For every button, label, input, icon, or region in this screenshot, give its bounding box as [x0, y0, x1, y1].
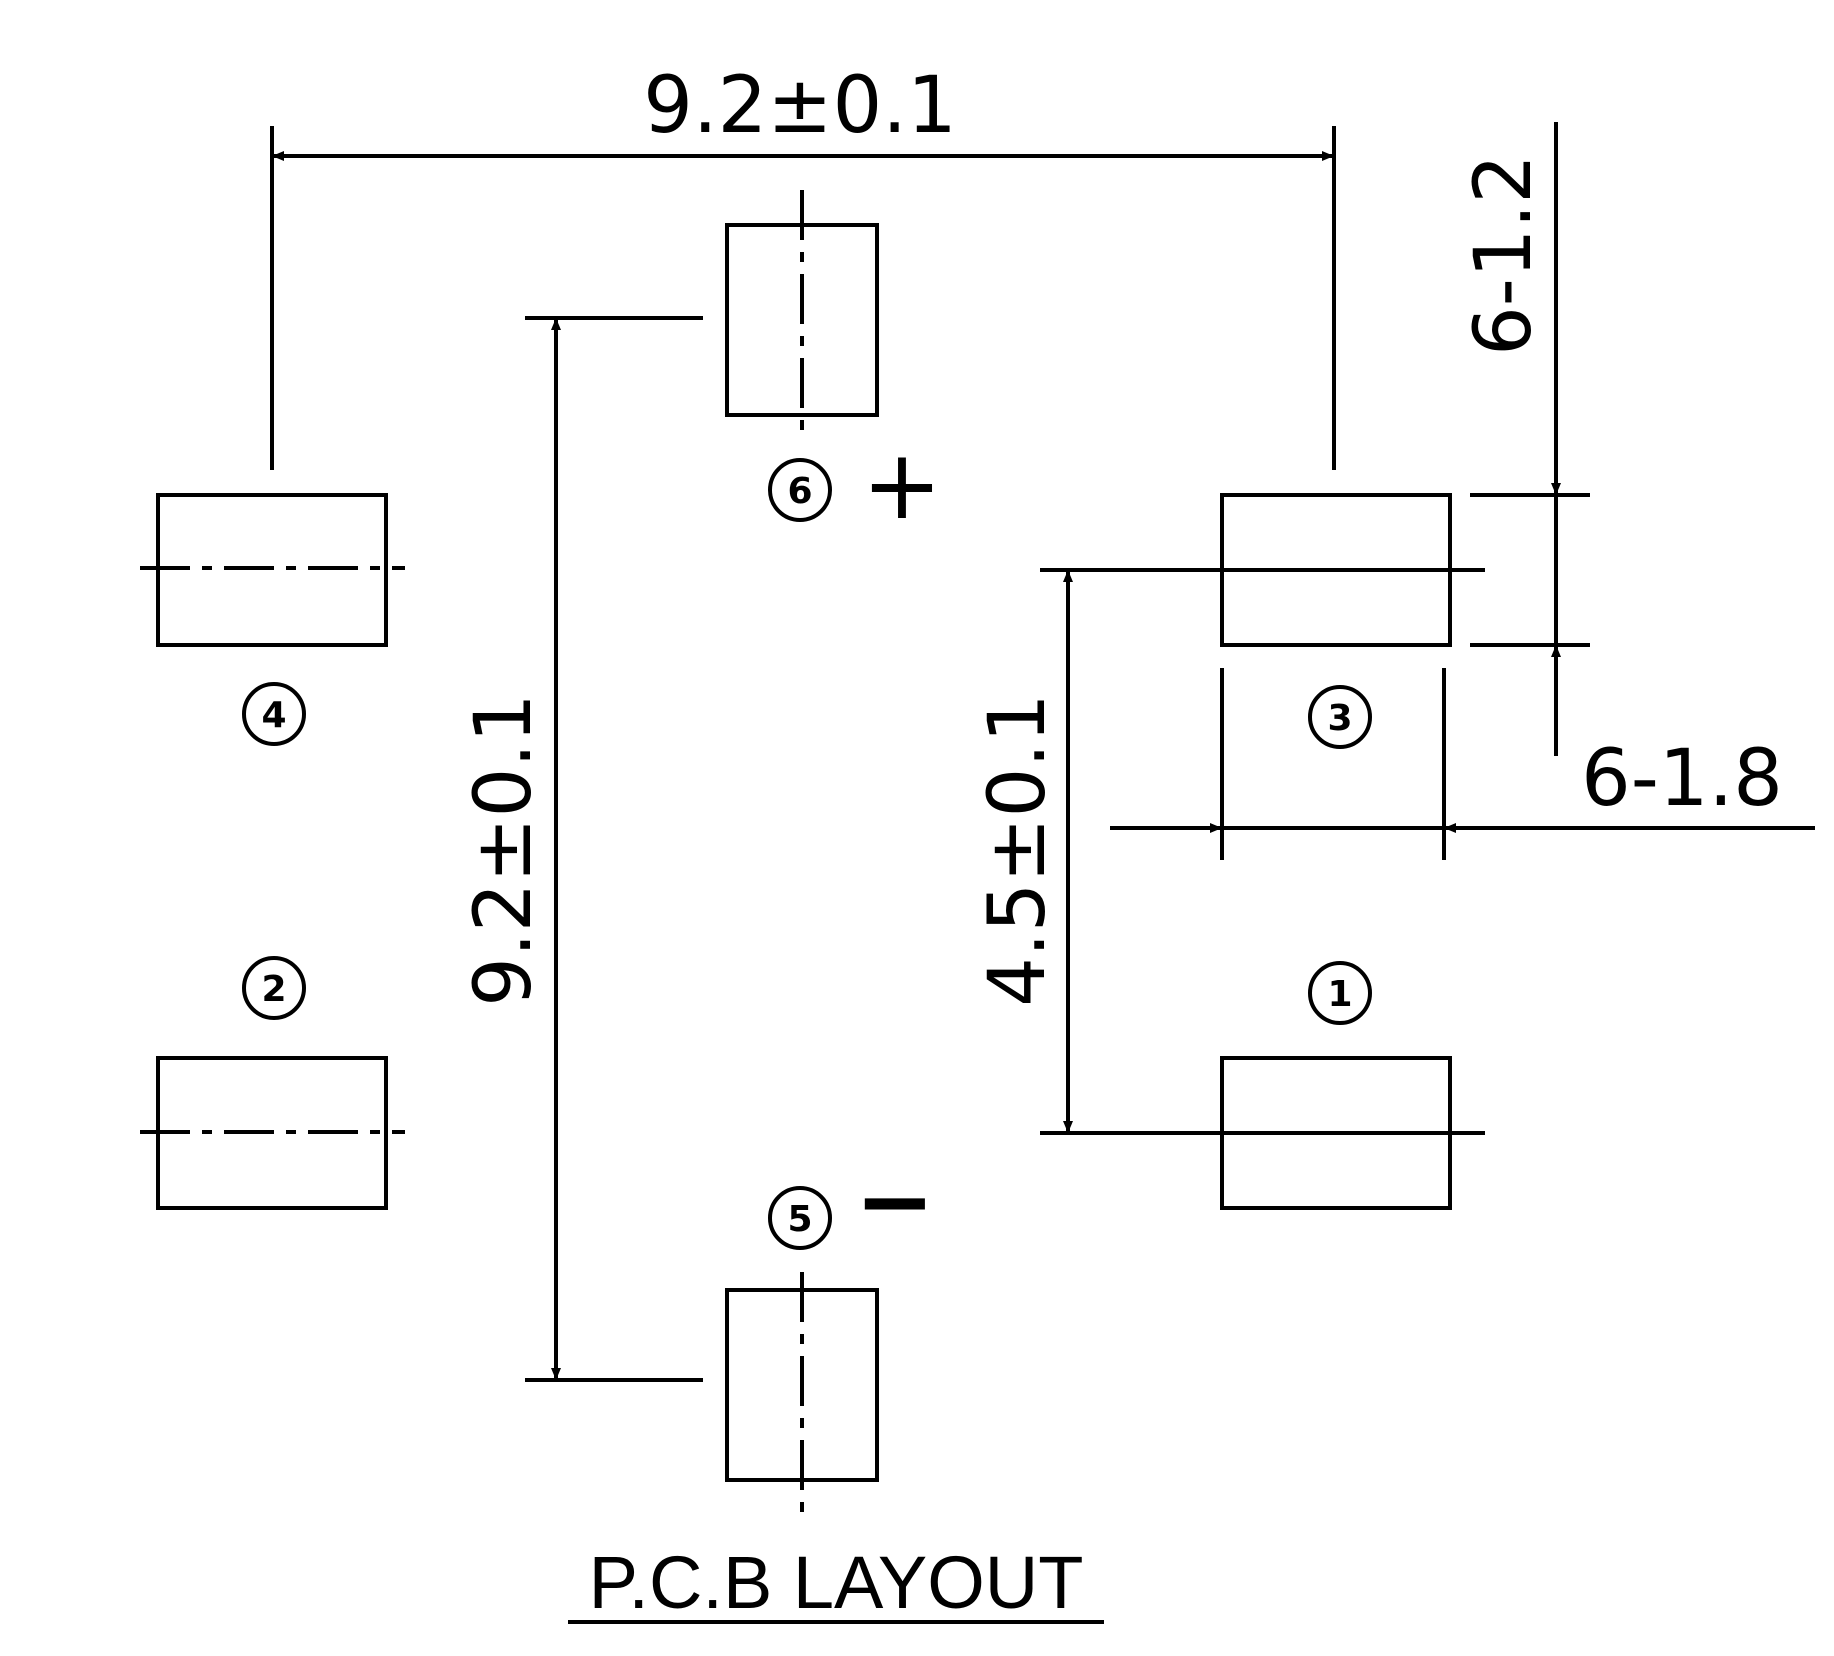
pin-5-number: 5: [787, 1199, 812, 1240]
pad-1: [1040, 1056, 1485, 1210]
pad-2: [140, 1056, 405, 1210]
pin-6-number: 6: [787, 471, 812, 512]
pin-4-number: 4: [261, 695, 286, 736]
drawing-title: P.C.B LAYOUT: [568, 1541, 1104, 1624]
pin-1-marker: 1: [1308, 961, 1372, 1025]
pin-5-polarity-minus: −: [855, 1145, 935, 1257]
dim-pad-pitch: 4.5±0.1: [973, 570, 1073, 1133]
dim-vertical-span-label: 9.2±0.1: [459, 693, 549, 1006]
pad-6: [725, 190, 879, 430]
pin-3-number: 3: [1327, 698, 1352, 739]
dim-pad-width: 6-1.8: [1110, 668, 1815, 860]
dim-top-width: 9.2±0.1: [270, 61, 1336, 470]
pin-2-number: 2: [261, 969, 286, 1010]
pad-3: [1040, 493, 1485, 647]
pin-1-number: 1: [1327, 974, 1352, 1015]
pin-3-marker: 3: [1308, 685, 1372, 749]
dim-pad-height: 6-1.2: [1459, 122, 1590, 756]
dim-pad-pitch-label: 4.5±0.1: [973, 693, 1063, 1006]
dim-top-width-label: 9.2±0.1: [643, 61, 956, 151]
dim-pad-width-label: 6-1.8: [1581, 734, 1783, 824]
pin-6-polarity-plus: +: [862, 429, 942, 541]
dim-vertical-span: 9.2±0.1: [459, 316, 703, 1382]
pad-5: [725, 1272, 879, 1516]
pin-4-marker: 4: [242, 682, 306, 746]
pin-2-marker: 2: [242, 956, 306, 1020]
pin-5-marker: 5 −: [768, 1145, 935, 1257]
pad-4: [140, 493, 405, 647]
pin-6-marker: 6 +: [768, 429, 942, 541]
dim-pad-height-label: 6-1.2: [1459, 154, 1549, 356]
page-title: P.C.B LAYOUT: [589, 1541, 1084, 1624]
